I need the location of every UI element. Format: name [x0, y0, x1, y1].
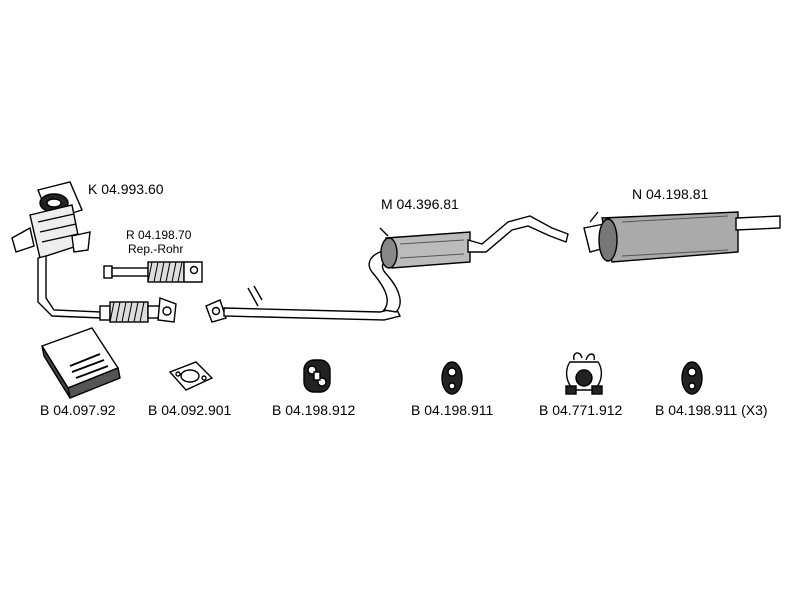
part-code-label: B 04.198.911 (X3) [655, 402, 768, 418]
flex-pipe-lower [99, 297, 177, 323]
rubber-ring-icon [681, 361, 703, 395]
rear-silencer [583, 211, 781, 263]
repair-pipe-name-label: Rep.-Rohr [128, 242, 184, 256]
catalyst-label: K 04.993.60 [88, 181, 164, 197]
clamp-hanger-icon [565, 352, 603, 395]
part-code-label: B 04.198.912 [272, 402, 356, 418]
mounting-kit-box-icon [40, 327, 121, 399]
rubber-ring-icon [441, 361, 463, 395]
rubber-mount-icon [303, 359, 331, 393]
catalytic-converter [11, 181, 103, 319]
gasket-icon [168, 361, 214, 391]
part-code-label: B 04.771.912 [539, 402, 623, 418]
part-code-label: B 04.097.92 [40, 402, 116, 418]
part-code-label: B 04.198.911 [411, 402, 494, 418]
rear-silencer-label: N 04.198.81 [632, 186, 709, 202]
middle-silencer-pipe [205, 215, 569, 323]
repair-pipe-code-label: R 04.198.70 [126, 228, 192, 242]
repair-pipe [103, 261, 203, 283]
part-code-label: B 04.092.901 [148, 402, 232, 418]
middle-silencer-label: M 04.396.81 [381, 196, 459, 212]
